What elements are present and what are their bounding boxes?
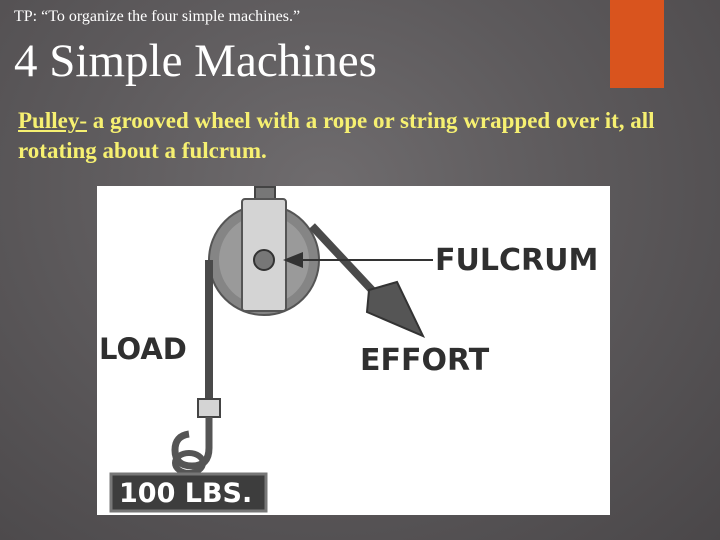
pulley-axle xyxy=(253,249,275,271)
definition-text: a grooved wheel with a rope or string wr… xyxy=(18,108,655,163)
effort-arrow xyxy=(365,280,426,338)
weight-block xyxy=(109,472,268,513)
teaching-point: TP: “To organize the four simple machine… xyxy=(14,8,301,25)
slide-title: 4 Simple Machines xyxy=(14,35,377,87)
rope-clamp xyxy=(197,398,221,418)
pulley-illustration: FULCRUM LOAD EFFORT 100 LBS. xyxy=(99,186,598,513)
load-hook xyxy=(171,417,213,470)
pulley-diagram: FULCRUM LOAD EFFORT 100 LBS. xyxy=(97,186,610,515)
accent-bar xyxy=(610,0,664,88)
definition-term: Pulley- xyxy=(18,108,87,133)
load-label: LOAD xyxy=(99,332,187,366)
pulley-definition: Pulley- a grooved wheel with a rope or s… xyxy=(18,106,688,166)
weight-label: 100 LBS. xyxy=(119,478,252,509)
effort-label: EFFORT xyxy=(360,343,490,378)
fulcrum-arrow-head xyxy=(283,252,303,268)
fulcrum-label: FULCRUM xyxy=(435,243,598,278)
